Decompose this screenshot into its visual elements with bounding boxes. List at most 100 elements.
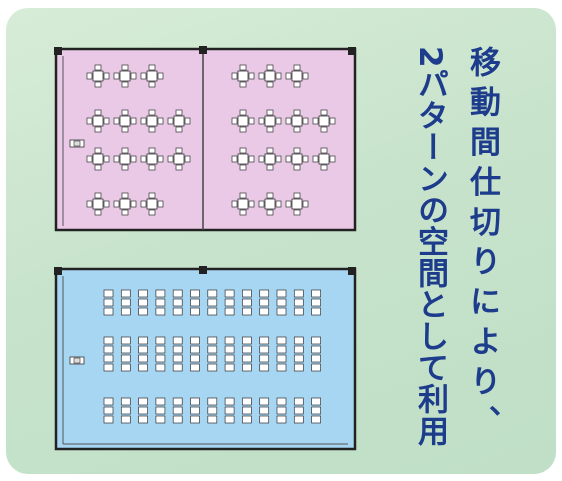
chair-icon: [224, 307, 235, 316]
chair-icon: [172, 307, 183, 316]
chair-icon: [138, 415, 148, 424]
chair-icon: [224, 345, 235, 354]
chair-icon: [242, 354, 252, 363]
chair-icon: [103, 345, 114, 354]
chair-icon: [311, 415, 321, 424]
chair-icon: [120, 298, 131, 307]
chair-icon: [103, 406, 114, 415]
table-with-four-chairs-icon: [285, 192, 309, 216]
pillar-icon: [348, 267, 356, 275]
chair-icon: [311, 354, 321, 363]
chair-icon: [276, 345, 287, 354]
table-with-four-chairs-icon: [258, 147, 282, 171]
chair-icon: [242, 336, 252, 345]
chair-icon: [138, 289, 148, 298]
table-with-four-chairs-icon: [312, 147, 336, 171]
chair-icon: [293, 336, 304, 345]
chair-icon: [293, 397, 304, 406]
table-with-four-chairs-icon: [86, 192, 110, 216]
chair-icon: [138, 336, 148, 345]
table-groups: [86, 64, 336, 216]
chair-icon: [207, 415, 218, 424]
table-with-four-chairs-icon: [285, 147, 309, 171]
chair-icon: [190, 345, 200, 354]
lower-floor-plan: [54, 266, 357, 451]
chair-icon: [224, 289, 235, 298]
chair-icon: [120, 397, 131, 406]
table-with-four-chairs-icon: [140, 64, 164, 88]
chair-icon: [276, 406, 287, 415]
chair-icon: [103, 336, 114, 345]
table-with-four-chairs-icon: [86, 109, 110, 133]
chair-icon: [190, 415, 200, 424]
chair-icon: [138, 363, 148, 372]
chair-icon: [155, 336, 166, 345]
chair-icon: [293, 363, 304, 372]
chair-icon: [224, 406, 235, 415]
heading-line-1: 移動間仕切りにより、: [464, 46, 501, 436]
chair-icon: [172, 354, 183, 363]
table-with-four-chairs-icon: [258, 109, 282, 133]
chair-icon: [259, 289, 270, 298]
chair-icon: [242, 406, 252, 415]
chair-icon: [138, 397, 148, 406]
chair-icon: [259, 363, 270, 372]
chair-icon: [311, 406, 321, 415]
chair-icon: [138, 298, 148, 307]
chair-icon: [207, 363, 218, 372]
table-with-four-chairs-icon: [86, 64, 110, 88]
chair-icon: [172, 415, 183, 424]
chair-icon: [207, 289, 218, 298]
chair-icon: [259, 354, 270, 363]
table-with-four-chairs-icon: [113, 147, 137, 171]
chair-icon: [242, 289, 252, 298]
chair-icon: [259, 345, 270, 354]
upper-floor-plan: [54, 46, 357, 232]
table-with-four-chairs-icon: [113, 192, 137, 216]
chair-icon: [224, 336, 235, 345]
chair-icon: [293, 406, 304, 415]
table-with-four-chairs-icon: [312, 109, 336, 133]
chair-icon: [120, 336, 131, 345]
table-with-four-chairs-icon: [231, 192, 255, 216]
chair-icon: [276, 307, 287, 316]
chair-icon: [155, 345, 166, 354]
chair-icon: [311, 298, 321, 307]
chair-icon: [172, 363, 183, 372]
chair-icon: [207, 397, 218, 406]
chair-icon: [155, 354, 166, 363]
chair-icon: [242, 363, 252, 372]
table-with-four-chairs-icon: [140, 192, 164, 216]
chair-icon: [155, 406, 166, 415]
chair-icon: [259, 406, 270, 415]
chair-icon: [293, 354, 304, 363]
table-with-four-chairs-icon: [231, 109, 255, 133]
chair-icon: [224, 415, 235, 424]
lectern-icon: [69, 356, 85, 365]
table-with-four-chairs-icon: [86, 147, 110, 171]
chair-icon: [224, 397, 235, 406]
table-with-four-chairs-icon: [231, 64, 255, 88]
chair-icon: [276, 363, 287, 372]
chair-icon: [120, 345, 131, 354]
chair-icon: [293, 307, 304, 316]
chair-icon: [103, 415, 114, 424]
chair-icon: [207, 406, 218, 415]
chair-icon: [259, 336, 270, 345]
chair-icon: [311, 345, 321, 354]
chair-icon: [293, 298, 304, 307]
chair-icon: [207, 307, 218, 316]
chair-icon: [103, 298, 114, 307]
pillar-icon: [54, 47, 62, 55]
chair-icon: [120, 354, 131, 363]
chair-icon: [103, 307, 114, 316]
table-with-four-chairs-icon: [285, 109, 309, 133]
chair-icon: [242, 298, 252, 307]
table-with-four-chairs-icon: [258, 192, 282, 216]
table-with-four-chairs-icon: [258, 64, 282, 88]
chair-icon: [190, 354, 200, 363]
table-with-four-chairs-icon: [285, 64, 309, 88]
chair-icon: [138, 307, 148, 316]
chair-icon: [155, 298, 166, 307]
chair-icon: [259, 298, 270, 307]
